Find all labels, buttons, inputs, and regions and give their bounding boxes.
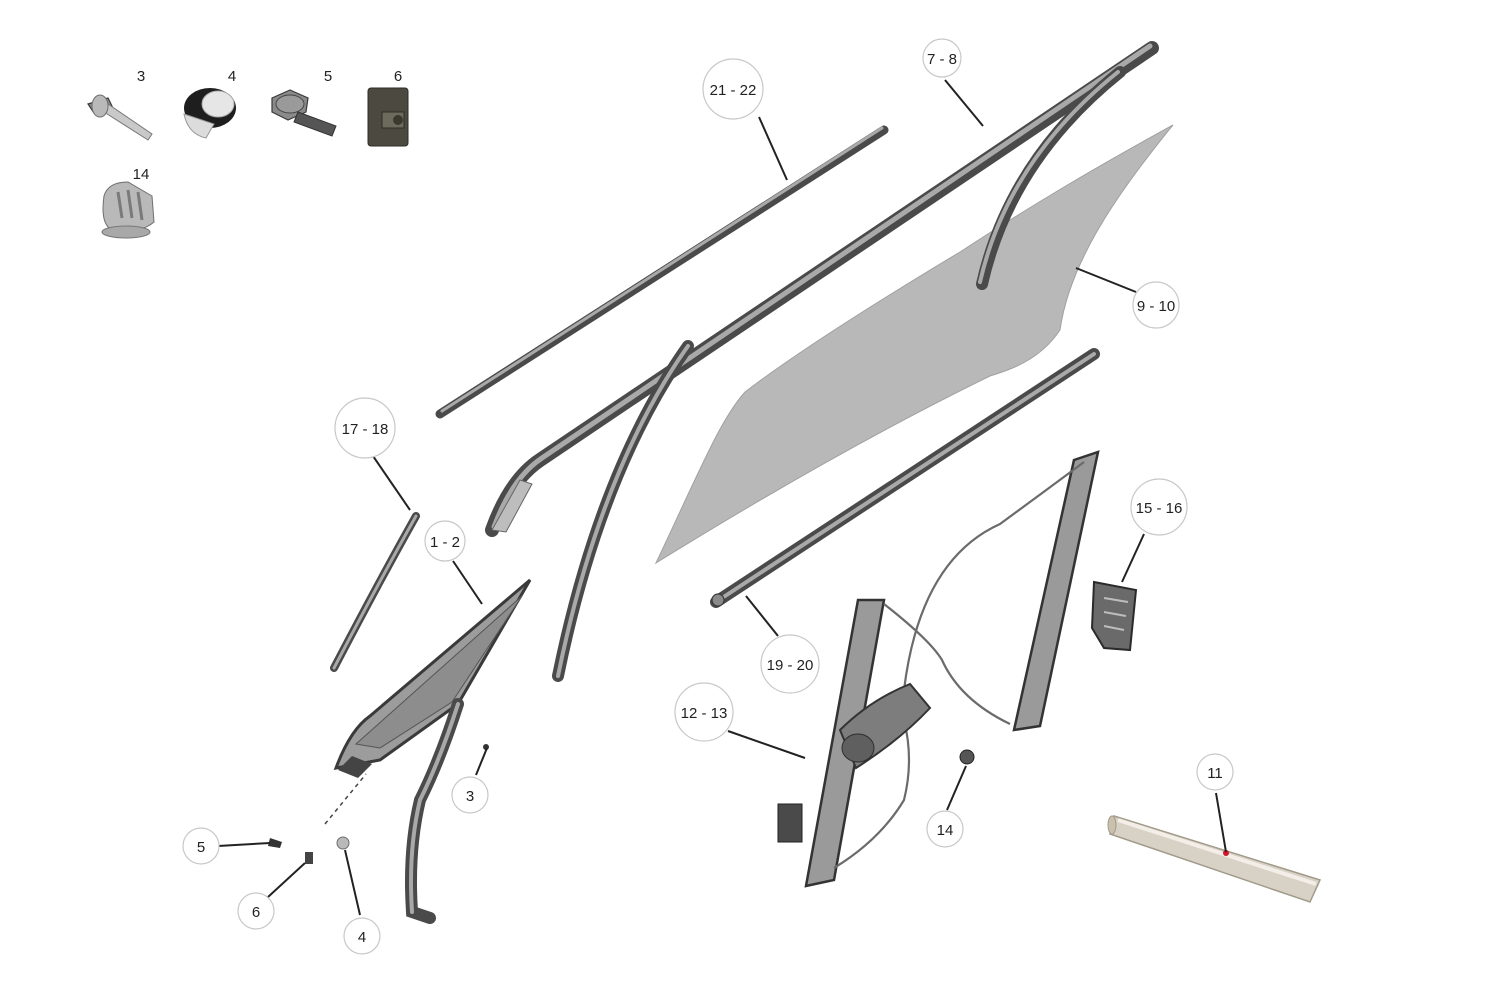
callout-label-21-22: 21 - 22 <box>710 82 757 99</box>
callout-circle-11 <box>1196 753 1234 791</box>
callout-label-19-20: 19 - 20 <box>767 657 814 674</box>
leader-15-16 <box>1121 533 1145 583</box>
legend-clip <box>101 181 155 239</box>
legend-label-14: 14 <box>133 166 150 183</box>
callout-circle-7-8 <box>922 38 962 78</box>
callout-label-14: 14 <box>937 822 954 839</box>
leader-19-20 <box>745 595 779 637</box>
grommet-small <box>336 836 350 850</box>
callout-label-11: 11 <box>1207 765 1223 782</box>
legend-rivet <box>87 94 153 141</box>
legend-grommet <box>183 88 236 139</box>
callout-label-3: 3 <box>466 788 474 805</box>
door-frame-rail <box>485 41 1159 537</box>
clip-nut-small <box>305 852 313 864</box>
callout-circle-6 <box>237 892 275 930</box>
regulator-connector <box>1090 580 1138 652</box>
callout-circle-14 <box>926 810 964 848</box>
callout-label-5: 5 <box>197 839 205 856</box>
legend-label-5: 5 <box>324 68 332 85</box>
leader-14 <box>946 765 967 811</box>
upper-weatherstrip <box>435 125 889 419</box>
sealant-tube <box>1107 815 1322 903</box>
window-regulator <box>777 450 1100 888</box>
leader-3 <box>475 747 488 776</box>
window-glass <box>654 124 1174 565</box>
leader-12-13 <box>727 730 806 759</box>
callout-circle-5 <box>182 827 220 865</box>
callout-circle-12-13 <box>674 682 734 742</box>
bolt-small <box>268 838 282 848</box>
tube-marker <box>1223 850 1229 856</box>
legend-label-6: 6 <box>394 68 402 85</box>
callout-circle-9-10 <box>1132 281 1180 329</box>
leader-1-2 <box>452 560 483 605</box>
leader-4 <box>344 849 361 916</box>
callout-circle-17-18 <box>334 397 396 459</box>
assembly-dashline <box>324 773 367 825</box>
leader-9-10 <box>1075 267 1137 293</box>
quarter-trim-strip <box>330 512 420 672</box>
front-glass-channel <box>552 340 694 682</box>
callout-circle-15-16 <box>1130 478 1188 536</box>
leader-7-8 <box>944 79 984 127</box>
callout-circle-4 <box>343 917 381 955</box>
callout-label-15-16: 15 - 16 <box>1136 500 1183 517</box>
inner-belt-seal <box>710 348 1100 608</box>
callout-circle-21-22 <box>702 58 764 120</box>
callout-circle-1-2 <box>424 520 466 562</box>
legend-label-4: 4 <box>228 68 236 85</box>
callout-label-6: 6 <box>252 904 260 921</box>
leader-11 <box>1215 792 1227 853</box>
quarter-window <box>333 578 532 924</box>
legend-bolt <box>271 89 337 137</box>
leader-5 <box>217 842 271 847</box>
regulator-nut <box>959 749 975 765</box>
callout-label-17-18: 17 - 18 <box>342 421 389 438</box>
callout-label-4: 4 <box>358 929 366 946</box>
callout-label-12-13: 12 - 13 <box>681 705 728 722</box>
legend-clip-nut <box>367 87 409 147</box>
callout-label-7-8: 7 - 8 <box>927 51 957 68</box>
callout-label-1-2: 1 - 2 <box>430 534 460 551</box>
callout-label-9-10: 9 - 10 <box>1137 298 1175 315</box>
callout-circle-19-20 <box>760 634 820 694</box>
leader-6 <box>267 862 306 898</box>
leader-17-18 <box>372 455 411 511</box>
callout-circle-3 <box>451 776 489 814</box>
legend-label-3: 3 <box>137 68 145 85</box>
leader-21-22 <box>758 116 788 181</box>
